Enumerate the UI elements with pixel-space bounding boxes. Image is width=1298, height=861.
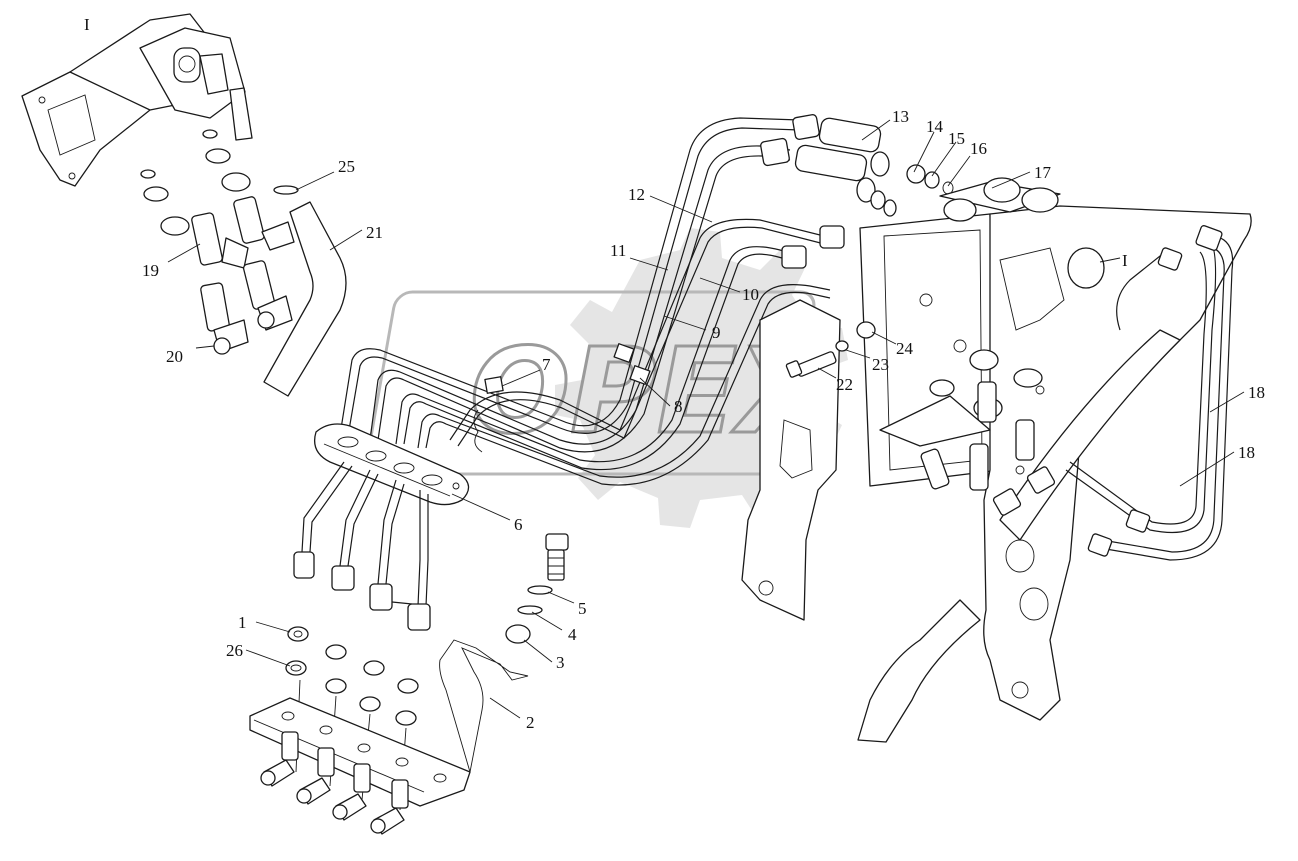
- callout-21: 21: [366, 223, 383, 242]
- callout-11: 11: [610, 241, 626, 260]
- support-frame: [741, 205, 1252, 743]
- callout-1: 1: [238, 613, 247, 632]
- callout-16: 16: [970, 139, 987, 158]
- callout-4: 4: [568, 625, 577, 644]
- callout-2: 2: [526, 713, 535, 732]
- callout-15: 15: [948, 129, 965, 148]
- bolt-set: [505, 533, 569, 644]
- callout-14: 14: [926, 117, 944, 136]
- callout-17: 17: [1034, 163, 1052, 182]
- pipe-harness: [339, 117, 841, 486]
- clamp-bar-6: [313, 423, 470, 506]
- callout-22: 22: [836, 375, 853, 394]
- callout-23: 23: [872, 355, 889, 374]
- view-mark-top-left: I: [84, 15, 90, 34]
- valve-block: [21, 13, 253, 187]
- callout-25: 25: [338, 157, 355, 176]
- callout-24: 24: [896, 339, 914, 358]
- elbow-fittings: [260, 731, 409, 835]
- lower-pipes: [293, 461, 431, 631]
- callout-labels: 1 2 3 4 5 6 7 8 9 10 11 12 13 14 15 16 1…: [84, 15, 1265, 732]
- callout-26: 26: [226, 641, 243, 660]
- callout-3: 3: [556, 653, 565, 672]
- callout-13: 13: [892, 107, 909, 126]
- callout-8: 8: [674, 397, 683, 416]
- callout-19: 19: [142, 261, 159, 280]
- fasteners-left: [285, 626, 419, 811]
- hose-21: [263, 201, 347, 397]
- callout-20: 20: [166, 347, 183, 366]
- callout-9: 9: [712, 323, 721, 342]
- callout-5: 5: [578, 599, 587, 618]
- small-parts-right: [785, 321, 1056, 516]
- callout-6: 6: [514, 515, 523, 534]
- view-mark-right: I: [1122, 251, 1128, 270]
- callout-10: 10: [742, 285, 759, 304]
- callout-7: 7: [542, 355, 551, 374]
- callout-18-upper: 18: [1248, 383, 1265, 402]
- callout-18-lower: 18: [1238, 443, 1255, 462]
- top-fittings: [760, 114, 1061, 269]
- leader-lines: [167, 119, 1245, 719]
- callout-12: 12: [628, 185, 645, 204]
- left-fittings: [140, 129, 299, 355]
